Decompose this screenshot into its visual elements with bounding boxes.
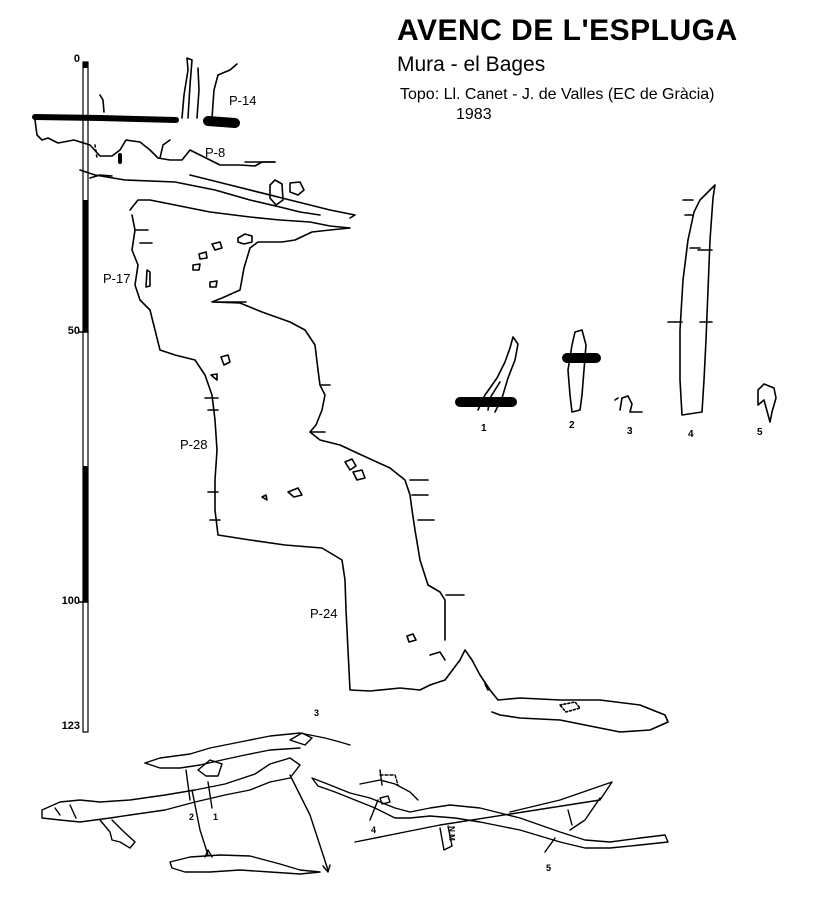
pitch-label-p28: P-28 [180,437,208,452]
pitch-label-p8: P-8 [205,145,226,160]
pitch-label-p24: P-24 [310,606,338,621]
plan-view [41,732,669,875]
scale-label-100: 100 [61,595,80,607]
scale-label-0: 0 [73,53,80,65]
survey-credits: Topo: Ll. Canet - J. de Valles (EC de Gr… [400,86,715,103]
survey-year: 1983 [456,106,492,123]
cross-section-1 [455,336,519,413]
cross-section-2 [562,329,601,413]
plan-label-4: 4 [371,825,377,835]
scale-label-50: 50 [67,325,80,337]
depth-scale-bar [78,61,89,733]
pitch-label-p17: P-17 [103,271,131,286]
section-label-4: 4 [688,429,694,440]
survey-location: Mura - el Bages [397,53,546,76]
plan-label-5: 5 [546,863,552,873]
shaft-p17 [129,199,465,692]
cross-section-3 [614,395,643,413]
section-label-5: 5 [757,427,763,438]
cross-section-4 [667,184,716,416]
scale-label-123: 123 [61,720,80,732]
section-label-1: 1 [481,423,487,434]
section-label-3: 3 [627,426,633,437]
plan-label-3: 3 [314,708,320,718]
survey-title: AVENC DE L'ESPLUGA [397,14,738,47]
entrance-section [32,57,356,219]
bottom-gallery [429,649,669,733]
cross-section-5 [757,383,777,423]
section-label-2: 2 [569,420,575,431]
plan-label-1: 1 [213,812,219,822]
plan-label-2: 2 [189,812,195,822]
pitch-label-p14: P-14 [229,93,257,108]
